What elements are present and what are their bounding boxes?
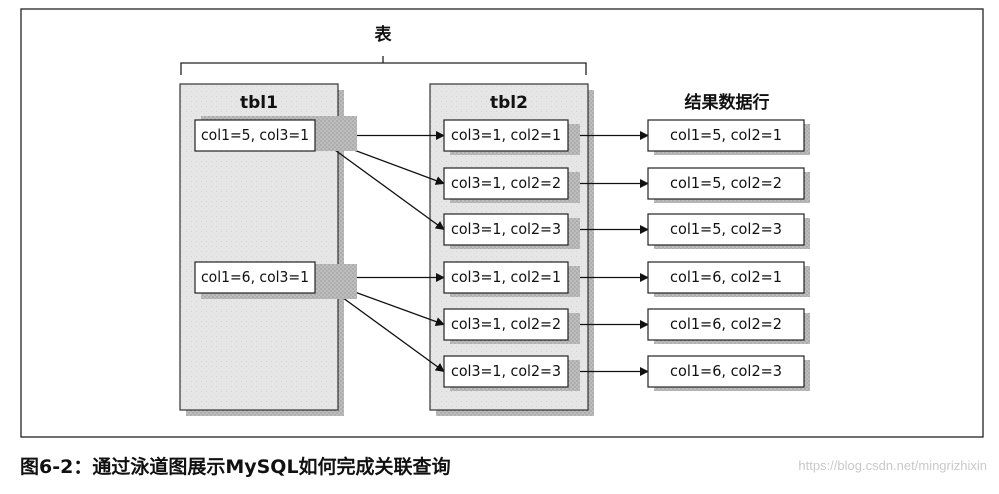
- tbl2-row: col3=1, col2=1: [443, 119, 580, 155]
- tbl2-title: tbl2: [490, 93, 528, 113]
- tbl1-title: tbl1: [240, 93, 278, 113]
- result-row: col1=6, col2=2: [647, 308, 810, 344]
- result-row-text: col1=5, col2=3: [670, 220, 782, 238]
- tbl2-row: col3=1, col2=3: [443, 355, 580, 391]
- tbl2-row-text: col3=1, col2=3: [451, 220, 561, 238]
- result-row-text: col1=5, col2=1: [670, 126, 782, 144]
- result-row: col1=5, col2=1: [647, 119, 810, 155]
- watermark-url: https://blog.csdn.net/mingrizhixin: [798, 458, 987, 473]
- tbl1-row: col1=6, col3=1: [194, 261, 357, 299]
- tbl2-row-text: col3=1, col2=2: [451, 315, 561, 333]
- result-row-text: col1=6, col2=3: [670, 362, 782, 380]
- result-row: col1=6, col2=3: [647, 355, 810, 391]
- tbl2-row: col3=1, col2=1: [443, 261, 580, 297]
- tbl1-row-text: col1=6, col3=1: [201, 268, 309, 286]
- table-group-label: 表: [375, 24, 393, 45]
- tbl1-row: col1=5, col3=1: [194, 116, 357, 152]
- tbl2-row: col3=1, col2=3: [443, 213, 580, 249]
- table-group-bracket: [180, 56, 587, 75]
- tbl2-row: col3=1, col2=2: [443, 167, 580, 203]
- result-row-text: col1=6, col2=1: [670, 268, 782, 286]
- tbl2-row: col3=1, col2=2: [443, 308, 580, 344]
- tbl2-row-text: col3=1, col2=1: [451, 126, 561, 144]
- result-row: col1=5, col2=2: [647, 167, 810, 203]
- result-row-text: col1=5, col2=2: [670, 174, 782, 192]
- result-row-text: col1=6, col2=2: [670, 315, 782, 333]
- result-row: col1=6, col2=1: [647, 261, 810, 297]
- tbl1-row-text: col1=5, col3=1: [201, 126, 309, 144]
- result-title: 结果数据行: [685, 92, 770, 113]
- tbl2-row-text: col3=1, col2=1: [451, 268, 561, 286]
- join-arrow: [314, 134, 445, 231]
- result-row: col1=5, col2=3: [647, 213, 810, 249]
- tbl2-row-text: col3=1, col2=2: [451, 174, 561, 192]
- tbl2-row-text: col3=1, col2=3: [451, 362, 561, 380]
- figure-caption: 图6-2：通过泳道图展示MySQL如何完成关联查询: [20, 456, 451, 478]
